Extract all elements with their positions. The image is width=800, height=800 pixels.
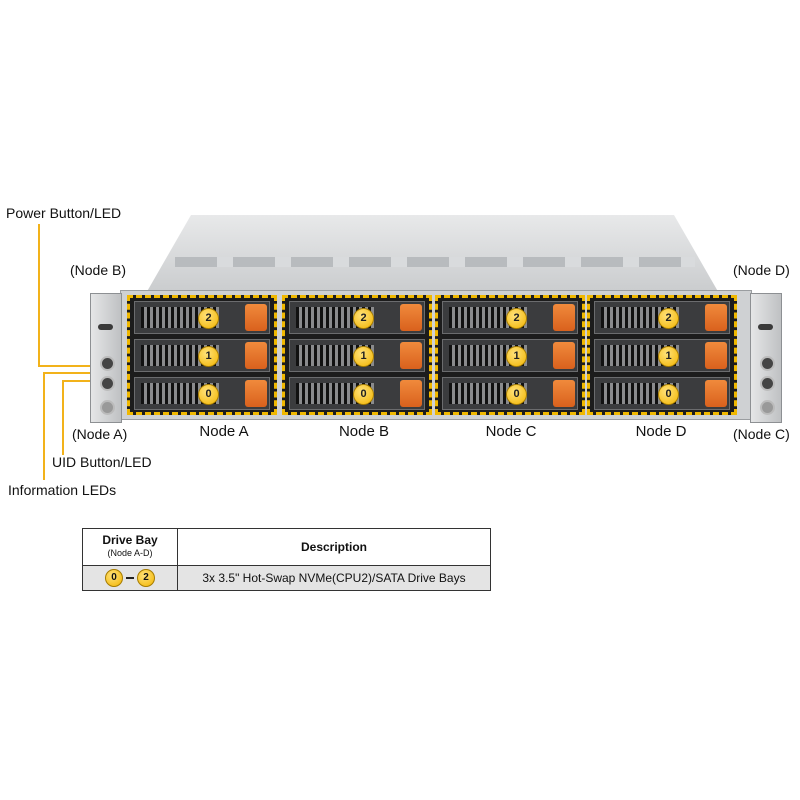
drive-tray[interactable]: 0 [134, 377, 270, 410]
bay-number-badge: 2 [353, 308, 374, 329]
tray-latch[interactable] [400, 342, 422, 369]
node-d-corner-label: (Node D) [733, 262, 790, 278]
bay-number-badge: 1 [506, 346, 527, 367]
legend-header-row: Drive Bay (Node A-D) Description [82, 528, 491, 566]
drive-tray[interactable]: 2 [134, 301, 270, 334]
node-c-corner-label: (Node C) [733, 426, 790, 442]
drive-bay-header: Drive Bay (Node A-D) [82, 528, 178, 566]
uid-callout-line-h [62, 380, 98, 382]
node-a-corner-label: (Node A) [72, 426, 128, 442]
tray-latch[interactable] [400, 380, 422, 407]
info-callout-line-v [43, 372, 45, 480]
info-callout-line-h [43, 372, 98, 374]
node-c-drive-group: 2 1 0 [435, 295, 585, 415]
node-b-corner-label: (Node B) [70, 262, 127, 278]
left-control-ear [90, 293, 122, 423]
drive-tray[interactable]: 0 [594, 377, 730, 410]
bay-number-badge: 1 [198, 346, 219, 367]
power-button-icon[interactable] [760, 356, 775, 371]
chassis-lid [145, 215, 720, 295]
drive-tray[interactable]: 1 [594, 339, 730, 372]
node-b-label: Node B [338, 423, 390, 440]
bay-start-badge: 0 [105, 569, 123, 587]
node-d-drive-group: 2 1 0 [587, 295, 737, 415]
bay-number-badge: 0 [658, 384, 679, 405]
bay-number-badge: 2 [506, 308, 527, 329]
bay-number-badge: 0 [198, 384, 219, 405]
range-dash [126, 577, 134, 579]
description-cell: 3x 3.5" Hot-Swap NVMe(CPU2)/SATA Drive B… [177, 565, 491, 591]
chassis-vent-strip [175, 257, 695, 267]
tray-latch[interactable] [705, 304, 727, 331]
status-led-icon [758, 324, 773, 330]
bay-number-badge: 2 [198, 308, 219, 329]
tray-latch[interactable] [245, 342, 267, 369]
bay-number-badge: 0 [353, 384, 374, 405]
thumbscrew-icon [100, 400, 115, 415]
right-control-ear [750, 293, 782, 423]
drive-bay-header-title: Drive Bay [102, 533, 158, 547]
bay-end-badge: 2 [137, 569, 155, 587]
drive-bay-header-subtitle: (Node A-D) [107, 548, 153, 558]
tray-latch[interactable] [553, 380, 575, 407]
tray-latch[interactable] [553, 342, 575, 369]
tray-latch[interactable] [553, 304, 575, 331]
drive-tray[interactable]: 2 [289, 301, 425, 334]
power-button-icon[interactable] [100, 356, 115, 371]
tray-latch[interactable] [245, 380, 267, 407]
bay-number-badge: 0 [506, 384, 527, 405]
drive-tray[interactable]: 0 [442, 377, 578, 410]
bay-number-badge: 1 [658, 346, 679, 367]
bay-number-badge: 2 [658, 308, 679, 329]
tray-latch[interactable] [400, 304, 422, 331]
drive-tray[interactable]: 2 [442, 301, 578, 334]
bay-number-badge: 1 [353, 346, 374, 367]
tray-latch[interactable] [245, 304, 267, 331]
node-b-drive-group: 2 1 0 [282, 295, 432, 415]
server-chassis: 2 1 0 2 1 0 2 1 0 2 1 0 [85, 215, 785, 423]
node-c-label: Node C [485, 423, 537, 440]
drive-tray[interactable]: 2 [594, 301, 730, 334]
thumbscrew-icon [760, 400, 775, 415]
node-a-drive-group: 2 1 0 [127, 295, 277, 415]
uid-button-label: UID Button/LED [52, 454, 152, 470]
information-leds-label: Information LEDs [8, 482, 117, 498]
power-button-label: Power Button/LED [6, 205, 122, 221]
uid-callout-line-v [62, 380, 64, 455]
uid-button-icon[interactable] [760, 376, 775, 391]
node-d-label: Node D [635, 423, 687, 440]
power-callout-line-h [38, 365, 98, 367]
power-callout-line-v [38, 224, 40, 366]
tray-latch[interactable] [705, 342, 727, 369]
description-header: Description [177, 528, 491, 566]
drive-tray[interactable]: 1 [289, 339, 425, 372]
uid-button-icon[interactable] [100, 376, 115, 391]
node-a-label: Node A [199, 423, 249, 440]
drive-tray[interactable]: 1 [442, 339, 578, 372]
drive-tray[interactable]: 1 [134, 339, 270, 372]
drive-tray[interactable]: 0 [289, 377, 425, 410]
status-led-icon [98, 324, 113, 330]
tray-latch[interactable] [705, 380, 727, 407]
